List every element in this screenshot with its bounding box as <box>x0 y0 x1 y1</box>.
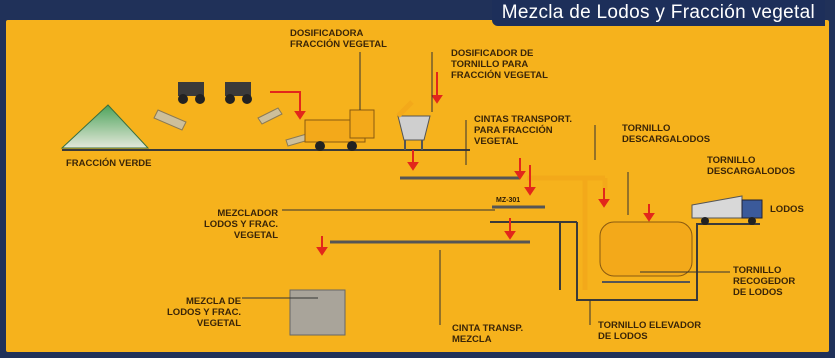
label-cinta-mezcla: CINTA TRANSP. MEZCLA <box>452 323 524 345</box>
label-tornillo-recogedor: TORNILLO RECOGEDOR DE LODOS <box>733 265 796 298</box>
flow-arrows <box>270 72 655 256</box>
label-dosificadora: DOSIFICADORA FRACCIÓN VEGETAL <box>290 28 387 50</box>
mixture-pile <box>289 289 346 336</box>
label-tornillo-descarga-1: TORNILLO DESCARGALODOS <box>622 123 711 145</box>
label-mezclador: MEZCLADOR LODOS Y FRAC. VEGETAL <box>204 208 279 241</box>
label-lodos: LODOS <box>770 204 804 215</box>
label-dosificador-tornillo: DOSIFICADOR DE TORNILLO PARA FRACCIÓN VE… <box>451 48 548 81</box>
label-cintas-transport: CINTAS TRANSPORT. PARA FRACCIÓN VEGETAL <box>474 114 572 147</box>
loader-icon <box>178 82 252 104</box>
label-tornillo-descarga-2: TORNILLO DESCARGALODOS <box>707 155 796 177</box>
conveyor-belts <box>330 176 545 244</box>
sludge-tank <box>599 221 693 283</box>
diagram-title: Mezcla de Lodos y Fracción vegetal <box>491 0 825 26</box>
diagram-panel <box>6 20 829 352</box>
elevator-screw <box>527 175 608 290</box>
leader-lines <box>242 52 730 325</box>
truck-icon <box>691 195 763 225</box>
dosing-machine <box>304 109 375 151</box>
label-fraccion-verde: FRACCIÓN VERDE <box>66 158 152 169</box>
ground-lines <box>62 149 760 301</box>
label-mz-301: MZ-301 <box>496 197 521 204</box>
green-fraction-pile <box>60 104 150 149</box>
screw-feeder <box>396 100 431 150</box>
label-mezcla: MEZCLA DE LODOS Y FRAC. VEGETAL <box>167 296 242 329</box>
label-tornillo-elevador: TORNILLO ELEVADOR DE LODOS <box>598 320 702 342</box>
